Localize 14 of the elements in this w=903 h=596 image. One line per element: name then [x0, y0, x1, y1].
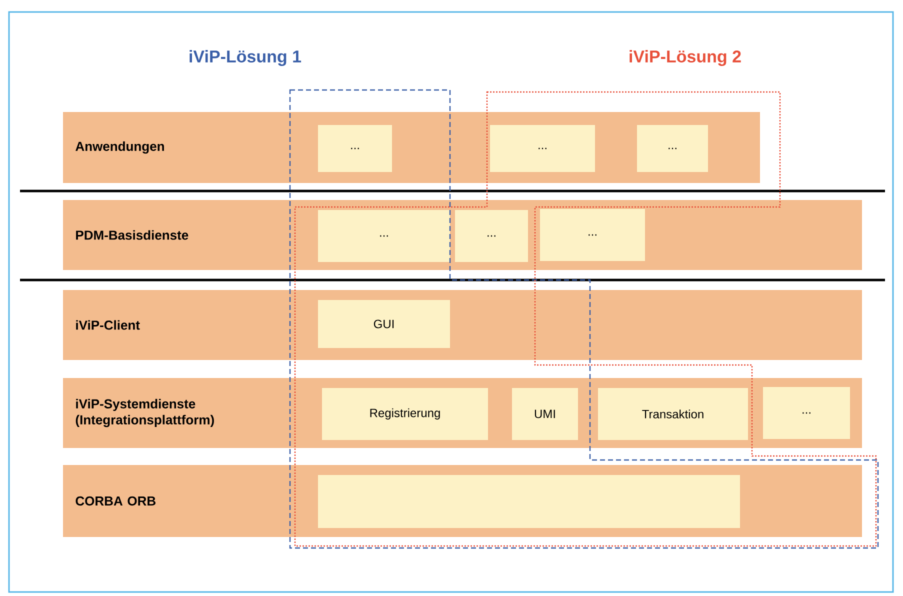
component-box: Transaktion — [598, 388, 748, 440]
component-box: ... — [318, 125, 392, 172]
component-box: UMI — [512, 388, 578, 440]
component-box: Registrierung — [322, 388, 488, 440]
component-box: ... — [490, 125, 595, 172]
component-box: ... — [318, 210, 450, 262]
component-box: ... — [540, 208, 645, 261]
component-box: ... — [763, 386, 850, 439]
component-box: GUI — [318, 300, 450, 348]
component-box: ... — [637, 125, 708, 172]
component-box: ... — [455, 210, 528, 262]
node-label: iViP-Lösung 2 — [630, 50, 741, 66]
node-label: iViP-Lösung 1 — [190, 50, 302, 66]
component-box — [318, 474, 740, 528]
